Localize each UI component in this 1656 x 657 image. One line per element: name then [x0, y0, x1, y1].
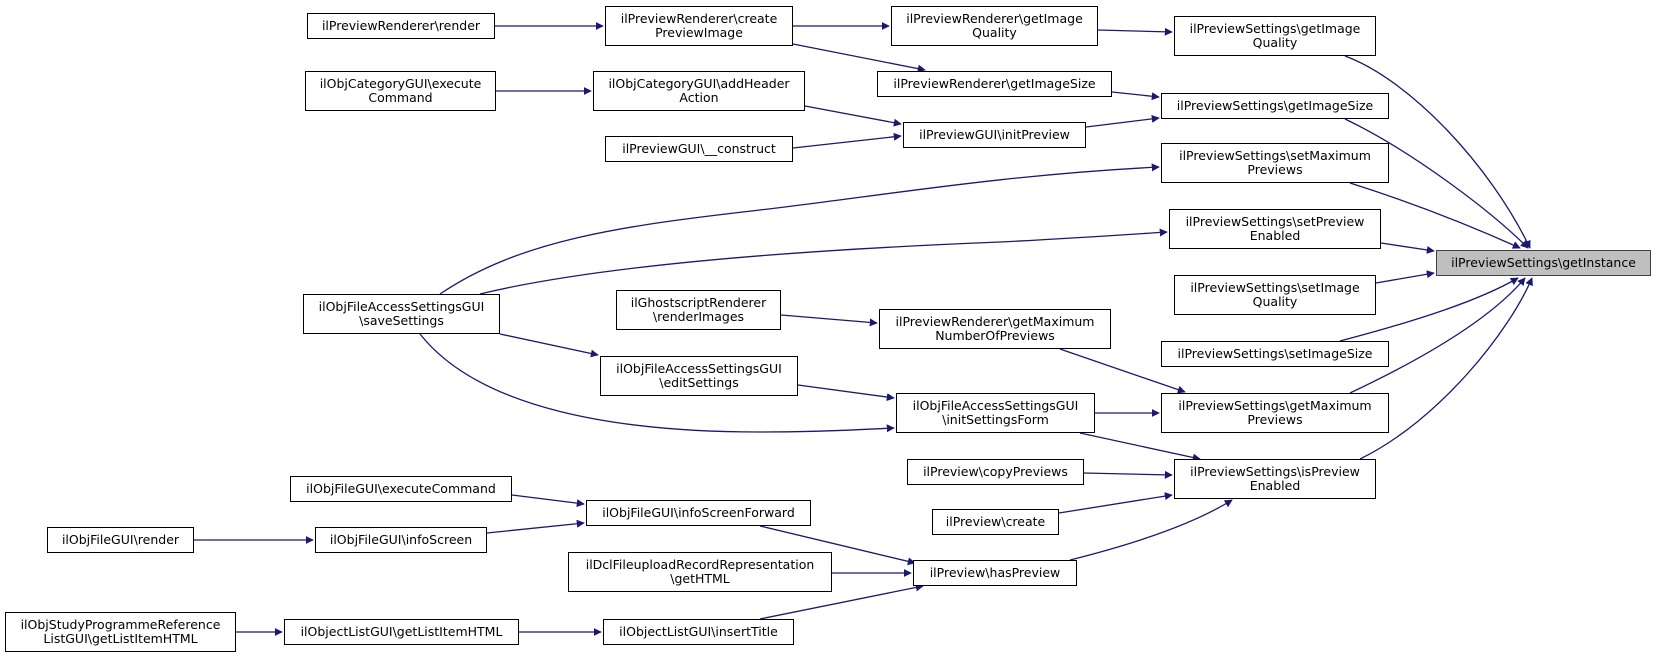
edge-info-screen-to-info-forward: [486, 519, 585, 534]
edge-has-preview-to-is-preview-enabled: [1069, 499, 1233, 561]
edge-init-settings-form-to-is-preview-enabled: [1079, 432, 1201, 462]
node-object-list-gui-insert-title[interactable]: ilObjectListGUI\insertTitle: [603, 619, 794, 645]
edge-get-maximum-to-settings-get-maximum: [1059, 348, 1186, 394]
edge-create-to-is-preview-enabled: [1058, 492, 1173, 514]
edge-copy-previews-to-is-preview-enabled: [1083, 470, 1173, 479]
edge-file-execute-to-info-forward: [511, 494, 585, 508]
edge-insert-title-to-has-preview: [759, 583, 924, 620]
edge-settings-get-image-size-to-get-instance: [1344, 118, 1529, 249]
edge-info-forward-to-has-preview: [759, 525, 916, 566]
node-preview-settings-set-preview-enabled[interactable]: ilPreviewSettings\setPreview Enabled: [1169, 209, 1381, 249]
edge-create-to-get-image-size: [792, 43, 926, 73]
node-file-access-settings-gui-save-settings[interactable]: ilObjFileAccessSettingsGUI \saveSettings: [303, 294, 500, 334]
edge-save-settings-to-edit-settings: [499, 333, 599, 358]
node-file-gui-info-screen[interactable]: ilObjFileGUI\infoScreen: [315, 527, 487, 553]
node-file-access-settings-gui-init-settings-form[interactable]: ilObjFileAccessSettingsGUI \initSettings…: [896, 393, 1095, 433]
edge-save-settings-to-set-maximum-previews: [439, 163, 1160, 295]
edge-settings-get-image-quality-to-get-instance: [1344, 55, 1531, 249]
edge-set-image-size-to-get-instance: [1339, 277, 1519, 342]
node-file-gui-info-screen-forward[interactable]: ilObjFileGUI\infoScreenForward: [586, 500, 811, 526]
node-preview-renderer-create-preview-image[interactable]: ilPreviewRenderer\create PreviewImage: [605, 6, 793, 46]
node-preview-has-preview[interactable]: ilPreview\hasPreview: [913, 560, 1077, 586]
edge-save-settings-to-set-preview-enabled: [479, 228, 1168, 295]
edge-is-preview-enabled-to-get-instance: [1359, 277, 1533, 460]
edge-init-preview-to-settings-get-image-size: [1085, 114, 1160, 128]
node-preview-gui-init-preview[interactable]: ilPreviewGUI\initPreview: [903, 122, 1086, 148]
node-preview-renderer-get-image-quality[interactable]: ilPreviewRenderer\getImage Quality: [891, 6, 1098, 46]
edge-save-settings-to-init-settings-form: [419, 333, 895, 433]
node-dcl-fileupload-record-representation-get-html[interactable]: ilDclFileuploadRecordRepresentation \get…: [568, 552, 832, 592]
node-preview-settings-is-preview-enabled[interactable]: ilPreviewSettings\isPreview Enabled: [1174, 459, 1376, 499]
edge-add-header-to-init-preview: [804, 105, 902, 127]
node-preview-settings-set-image-quality[interactable]: ilPreviewSettings\setImage Quality: [1174, 275, 1376, 315]
edge-edit-settings-to-init-settings-form: [797, 384, 895, 401]
node-category-gui-execute-command[interactable]: ilObjCategoryGUI\execute Command: [305, 71, 496, 111]
edge-ghostscript-to-get-maximum: [780, 314, 878, 327]
edge-get-image-quality-to-settings-get-image-quality: [1097, 27, 1173, 36]
edge-set-image-quality-to-get-instance: [1375, 270, 1435, 284]
node-preview-renderer-get-maximum-number-of-previews[interactable]: ilPreviewRenderer\getMaximum NumberOfPre…: [879, 309, 1111, 349]
node-preview-renderer-get-image-size[interactable]: ilPreviewRenderer\getImageSize: [877, 71, 1112, 97]
edge-get-image-size-to-settings-get-image-size: [1111, 91, 1160, 101]
node-file-access-settings-gui-edit-settings[interactable]: ilObjFileAccessSettingsGUI \editSettings: [600, 356, 798, 396]
node-ghostscript-renderer-render-images[interactable]: ilGhostscriptRenderer \renderImages: [616, 290, 781, 330]
node-preview-settings-get-maximum-previews[interactable]: ilPreviewSettings\getMaximum Previews: [1161, 393, 1389, 433]
edge-set-maximum-previews-to-get-instance: [1349, 182, 1521, 249]
node-preview-renderer-render[interactable]: ilPreviewRenderer\render: [307, 13, 495, 39]
edge-settings-get-maximum-to-get-instance: [1349, 277, 1526, 394]
node-category-gui-add-header-action[interactable]: ilObjCategoryGUI\addHeader Action: [593, 71, 805, 111]
node-file-gui-render[interactable]: ilObjFileGUI\render: [47, 527, 194, 553]
node-preview-copy-previews[interactable]: ilPreview\copyPreviews: [907, 459, 1084, 485]
node-preview-gui-construct[interactable]: ilPreviewGUI\__construct: [605, 136, 793, 162]
edge-construct-to-init-preview: [792, 132, 902, 149]
node-preview-settings-get-image-size[interactable]: ilPreviewSettings\getImageSize: [1161, 93, 1389, 119]
node-study-programme-reference-list-gui-get-list-item-html[interactable]: ilObjStudyProgrammeReference ListGUI\get…: [5, 612, 236, 652]
node-file-gui-execute-command[interactable]: ilObjFileGUI\executeCommand: [290, 476, 512, 502]
node-preview-settings-set-image-size[interactable]: ilPreviewSettings\setImageSize: [1161, 341, 1389, 367]
node-object-list-gui-get-list-item-html[interactable]: ilObjectListGUI\getListItemHTML: [284, 619, 519, 645]
node-preview-settings-set-maximum-previews[interactable]: ilPreviewSettings\setMaximum Previews: [1161, 143, 1389, 183]
node-preview-settings-get-image-quality[interactable]: ilPreviewSettings\getImage Quality: [1174, 16, 1376, 56]
node-preview-create[interactable]: ilPreview\create: [932, 509, 1059, 535]
node-preview-settings-get-instance: ilPreviewSettings\getInstance: [1436, 250, 1651, 276]
edge-set-preview-enabled-to-get-instance: [1380, 242, 1435, 254]
